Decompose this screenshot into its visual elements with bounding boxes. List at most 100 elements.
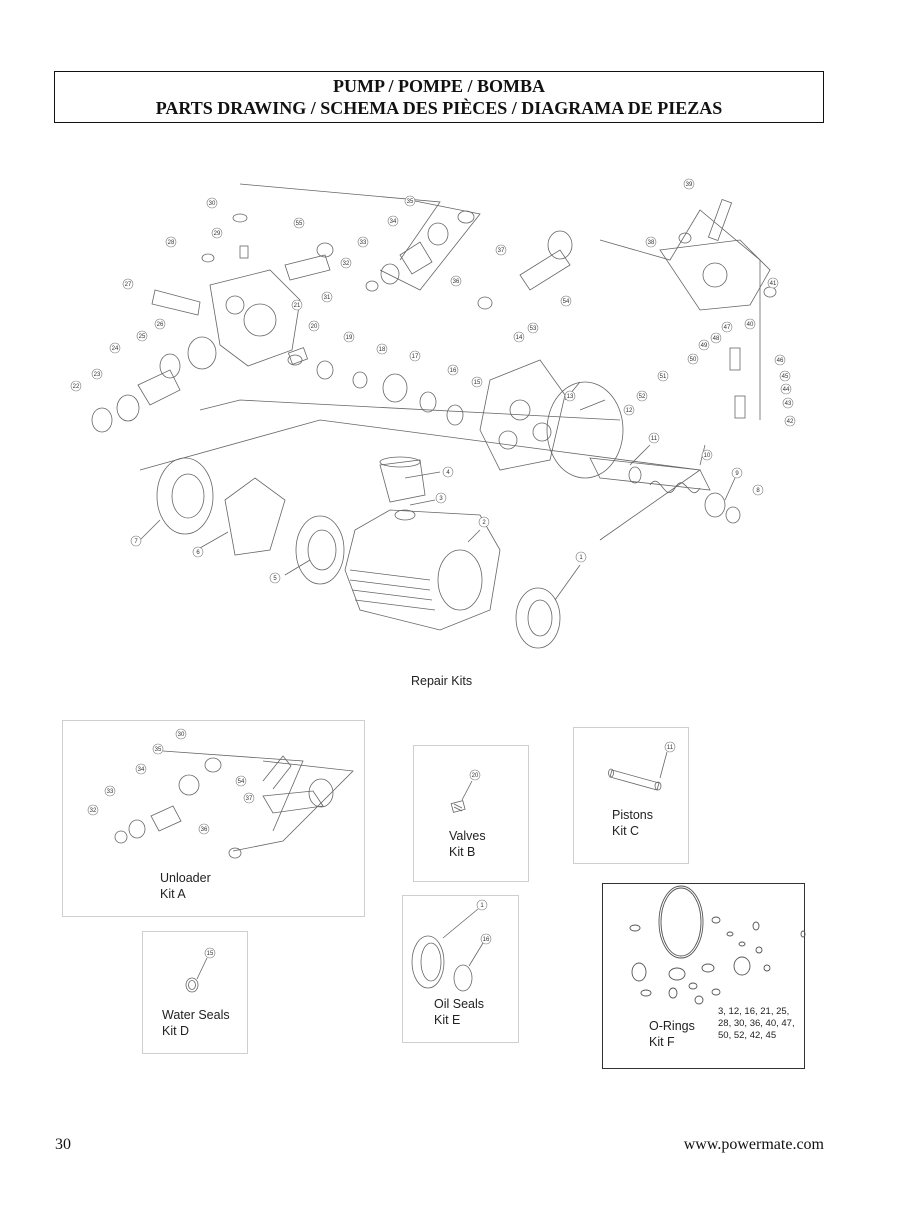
pump-head-part: [209, 269, 301, 367]
kit-a-label: Unloader Kit A: [160, 870, 211, 902]
website-link[interactable]: www.powermate.com: [683, 1136, 824, 1153]
callout-47: 47: [724, 325, 731, 331]
callout-21: 21: [294, 303, 301, 309]
pump-head-bore: [243, 303, 277, 337]
callout-38: 38: [648, 240, 655, 246]
kit-f-part-list: 3, 12, 16, 21, 25, 28, 30, 36, 40, 47, 5…: [718, 1006, 814, 1042]
callout-9: 9: [735, 471, 739, 477]
callout-26: 26: [157, 322, 164, 328]
callout-13: 13: [567, 394, 574, 400]
kit-c-name: Pistons: [612, 808, 653, 822]
kit-e-callout-16: 16: [483, 937, 490, 943]
kit-f-parts-line-1: 3, 12, 16, 21, 25,: [718, 1006, 790, 1017]
callout-29: 29: [214, 231, 221, 237]
callout-45: 45: [782, 374, 789, 380]
kit-e-panel: 1 16 Oil Seals Kit E: [402, 895, 519, 1043]
callout-39: 39: [686, 182, 693, 188]
callout-32: 32: [343, 261, 350, 267]
kit-b-panel: 20 Valves Kit B: [413, 745, 529, 882]
callout-25: 25: [139, 334, 146, 340]
callout-22: 22: [73, 384, 80, 390]
kit-a-panel: 30 35 34 33 32 54 37 36 Unloader Kit A: [62, 720, 365, 917]
callout-6: 6: [196, 550, 200, 556]
callout-5: 5: [273, 576, 277, 582]
callout-41: 41: [770, 281, 777, 287]
callout-53: 53: [530, 326, 537, 332]
kit-a-drawing: 30 35 34 33 32 54 37 36: [87, 728, 354, 859]
guide-line: [199, 399, 621, 421]
callout-54: 54: [563, 299, 570, 305]
kit-a-name: Unloader: [160, 871, 211, 885]
callout-46: 46: [777, 358, 784, 364]
callout-42: 42: [787, 419, 794, 425]
kit-a-callout-32: 32: [90, 808, 97, 814]
kit-c-panel: 11 Pistons Kit C: [573, 727, 689, 864]
kit-f-label: O-Rings Kit F: [649, 1018, 695, 1050]
kit-e-label: Oil Seals Kit E: [434, 996, 484, 1028]
callout-40: 40: [747, 322, 754, 328]
kit-d-drawing: 15: [185, 947, 216, 993]
kit-c-drawing: 11: [608, 741, 676, 791]
guide-line: [239, 183, 441, 261]
kit-b-id: Kit B: [449, 845, 476, 859]
kit-f-name: O-Rings: [649, 1019, 695, 1033]
callout-30: 30: [209, 201, 216, 207]
callout-36: 36: [453, 279, 460, 285]
callout-18: 18: [379, 347, 386, 353]
kit-e-drawing: 1 16: [411, 899, 492, 992]
callout-12: 12: [626, 408, 633, 414]
kit-c-id: Kit C: [612, 824, 640, 838]
callout-15: 15: [474, 380, 481, 386]
callout-27: 27: [125, 282, 132, 288]
kit-f-parts-line-3: 50, 52, 42, 45: [718, 1030, 777, 1041]
callout-3: 3: [439, 496, 443, 502]
callout-11: 11: [651, 436, 658, 442]
kit-a-callout-33: 33: [107, 789, 114, 795]
callout-31: 31: [324, 295, 331, 301]
guide-line: [379, 199, 481, 291]
kit-e-callout-1: 1: [480, 903, 484, 909]
kit-a-callout-37: 37: [246, 796, 253, 802]
guide-line: [139, 419, 702, 541]
kit-a-callout-34: 34: [138, 767, 145, 773]
callout-labels: 1 2 3 4 5 6 7 8 9 10 11 12 13 14 15 16 1…: [70, 178, 796, 584]
callout-20b: 20: [311, 324, 318, 330]
callout-55: 55: [296, 221, 303, 227]
kit-a-callout-54: 54: [238, 779, 245, 785]
callout-52: 52: [639, 394, 646, 400]
kit-c-callout-11: 11: [667, 745, 674, 751]
kit-d-name: Water Seals: [162, 1008, 230, 1022]
callout-1: 1: [579, 555, 583, 561]
kit-b-label: Valves Kit B: [449, 828, 486, 860]
repair-kits-label: Repair Kits: [411, 674, 473, 688]
callout-51: 51: [660, 374, 667, 380]
kit-f-id: Kit F: [649, 1035, 675, 1049]
kit-d-label: Water Seals Kit D: [162, 1007, 230, 1039]
callout-10: 10: [704, 453, 711, 459]
kit-b-drawing: 20: [450, 769, 481, 813]
callout-24: 24: [112, 346, 119, 352]
kit-e-id: Kit E: [434, 1013, 461, 1027]
kit-b-callout-20: 20: [472, 773, 479, 779]
callout-50: 50: [690, 357, 697, 363]
callout-37: 37: [498, 248, 505, 254]
callout-43: 43: [785, 401, 792, 407]
kit-d-id: Kit D: [162, 1024, 190, 1038]
callout-8: 8: [756, 488, 760, 494]
pump-head-bore: [225, 295, 245, 315]
callout-34: 34: [390, 219, 397, 225]
guide-line: [599, 209, 761, 420]
page-number: 30: [55, 1136, 71, 1153]
manifold-part: [479, 359, 566, 471]
kit-e-name: Oil Seals: [434, 997, 485, 1011]
callout-23: 23: [94, 372, 101, 378]
callout-19: 19: [346, 335, 353, 341]
page-title-line-1: PUMP / POMPE / BOMBA: [333, 76, 545, 96]
callout-14: 14: [516, 335, 523, 341]
kit-a-id: Kit A: [160, 887, 186, 901]
callout-33: 33: [360, 240, 367, 246]
kit-a-callout-35: 35: [155, 747, 162, 753]
callout-17: 17: [412, 354, 419, 360]
crankcase-part: [344, 509, 501, 631]
callout-44: 44: [783, 387, 790, 393]
